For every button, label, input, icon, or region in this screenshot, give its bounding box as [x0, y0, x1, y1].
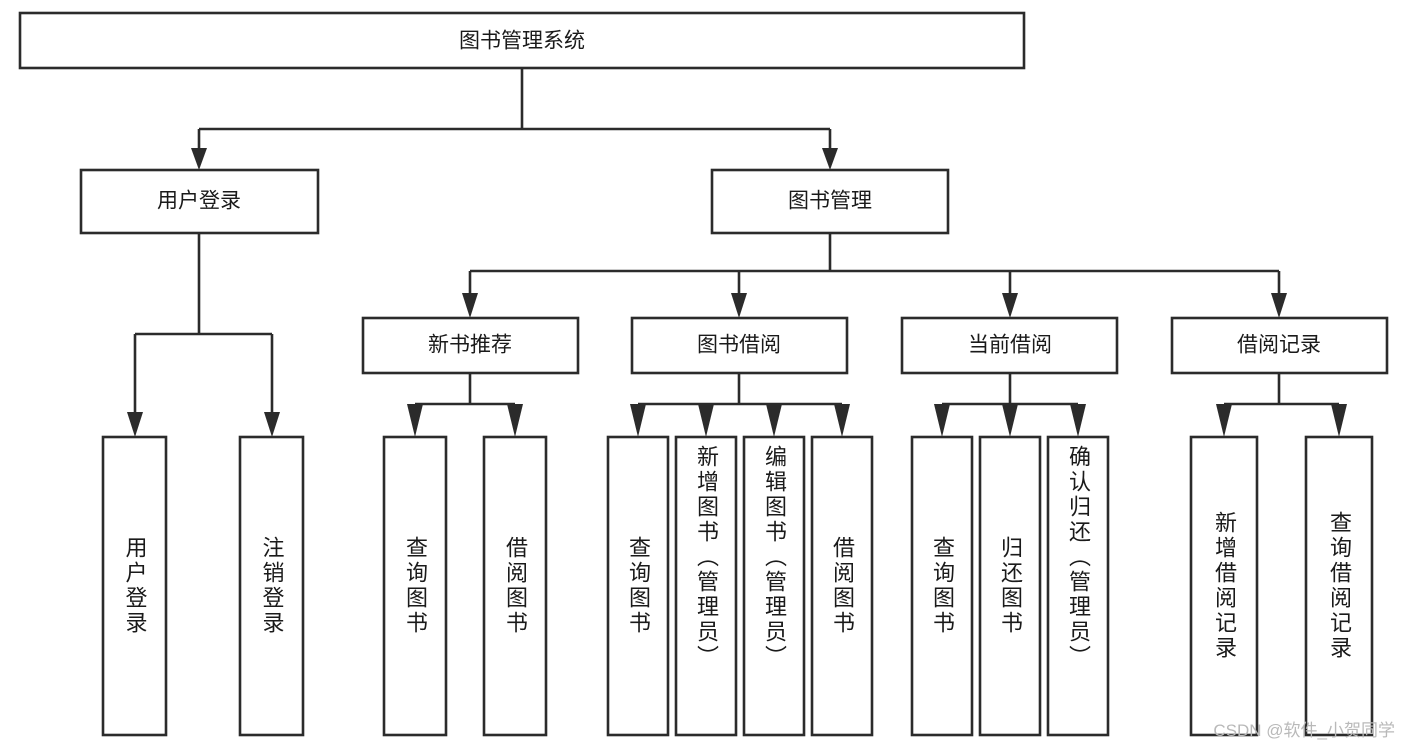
leaf-query-book-1-label: 查询图书: [403, 536, 428, 636]
arrowhead-leaf-query-record: [1331, 404, 1347, 437]
arrowhead-leaf-borrow-book-2: [834, 404, 850, 437]
node-leaf-query-record-box[interactable]: [1304, 435, 1374, 737]
node-user-login-label: 用户登录: [157, 190, 241, 213]
node-leaf-confirm-return-box[interactable]: [1046, 435, 1110, 737]
leaf-query-record-label-wrap: 查询借阅记录: [1306, 437, 1372, 735]
node-leaf-query-book-3-box[interactable]: [910, 435, 974, 737]
arrowhead-leaf-edit-book: [766, 404, 782, 437]
node-current-borrow-label: 当前借阅: [968, 334, 1052, 357]
arrowhead-leaf-query-book-2: [630, 404, 646, 437]
node-leaf-add-record-box[interactable]: [1189, 435, 1259, 737]
leaf-user-login-label-wrap: 用户登录: [103, 437, 166, 735]
arrowhead-user-login: [191, 148, 207, 170]
node-root-box[interactable]: [18, 11, 1026, 70]
leaf-return-book-label-wrap: 归还图书: [980, 437, 1040, 735]
node-new-book-recommend-box[interactable]: [361, 316, 580, 375]
leaf-query-book-2-label-wrap: 查询图书: [608, 437, 668, 735]
node-leaf-user-login-box[interactable]: [101, 435, 168, 737]
node-leaf-add-book-box[interactable]: [674, 435, 738, 737]
leaf-query-book-3-label: 查询图书: [930, 536, 955, 636]
leaf-confirm-return-label-wrap: 确认归还（管理员）: [1048, 445, 1108, 730]
leaf-confirm-return-label: 确认归还（管理员）: [1066, 445, 1091, 670]
node-user-login-box[interactable]: [79, 168, 320, 235]
leaf-user-login-label: 用户登录: [122, 536, 148, 636]
leaf-borrow-book-2-label: 借阅图书: [830, 536, 855, 636]
leaf-user-logout-label: 注销登录: [259, 536, 285, 636]
connector-group: [127, 68, 1347, 437]
arrowhead-book-borrow: [731, 293, 747, 318]
node-current-borrow-box[interactable]: [900, 316, 1119, 375]
leaf-query-record-label: 查询借阅记录: [1327, 511, 1352, 661]
leaf-add-record-label-wrap: 新增借阅记录: [1191, 437, 1257, 735]
arrowhead-current-borrow: [1002, 293, 1018, 318]
leaf-query-book-1-label-wrap: 查询图书: [384, 437, 446, 735]
node-book-manage-label: 图书管理: [788, 190, 872, 213]
leaf-edit-book-label-wrap: 编辑图书（管理员）: [744, 445, 804, 730]
node-leaf-borrow-book-1-box[interactable]: [482, 435, 548, 737]
leaf-add-record-label: 新增借阅记录: [1212, 511, 1237, 661]
node-borrow-record-label: 借阅记录: [1237, 334, 1321, 357]
arrowhead-leaf-return-book: [1002, 404, 1018, 437]
leaf-add-book-label-wrap: 新增图书（管理员）: [676, 445, 736, 730]
leaf-return-book-label: 归还图书: [998, 536, 1023, 636]
node-leaf-query-book-2-box[interactable]: [606, 435, 670, 737]
arrowhead-new-book-recommend: [462, 293, 478, 318]
leaf-add-book-label: 新增图书（管理员）: [694, 445, 719, 670]
leaf-query-book-3-label-wrap: 查询图书: [912, 437, 972, 735]
horizontal-label-group: 图书管理系统 用户登录 图书管理 新书推荐 图书借阅 当前借阅 借阅记录: [157, 30, 1321, 357]
leaf-borrow-book-1-label-wrap: 借阅图书: [484, 437, 546, 735]
node-box-group: [18, 11, 1389, 737]
arrowhead-leaf-user-login: [127, 412, 143, 437]
node-leaf-user-logout-box[interactable]: [238, 435, 305, 737]
leaf-edit-book-label: 编辑图书（管理员）: [762, 445, 787, 670]
node-new-book-recommend-label: 新书推荐: [428, 334, 512, 357]
node-book-borrow-label: 图书借阅: [697, 334, 781, 357]
node-leaf-edit-book-box[interactable]: [742, 435, 806, 737]
node-borrow-record-box[interactable]: [1170, 316, 1389, 375]
arrowhead-leaf-query-book-1: [407, 404, 423, 437]
arrowhead-leaf-confirm-return: [1070, 404, 1086, 437]
leaf-user-logout-label-wrap: 注销登录: [240, 437, 303, 735]
arrowhead-leaf-query-book-3: [934, 404, 950, 437]
node-leaf-borrow-book-2-box[interactable]: [810, 435, 874, 737]
node-book-manage-box[interactable]: [710, 168, 950, 235]
arrowhead-leaf-borrow-book-1: [507, 404, 523, 437]
arrowhead-leaf-add-record: [1216, 404, 1232, 437]
leaf-borrow-book-1-label: 借阅图书: [503, 536, 528, 636]
arrowhead-leaf-add-book: [698, 404, 714, 437]
arrowhead-leaf-user-logout: [264, 412, 280, 437]
node-book-borrow-box[interactable]: [630, 316, 849, 375]
leaf-query-book-2-label: 查询图书: [626, 536, 651, 636]
node-leaf-return-book-box[interactable]: [978, 435, 1042, 737]
node-root-label: 图书管理系统: [459, 30, 585, 53]
leaf-borrow-book-2-label-wrap: 借阅图书: [812, 437, 872, 735]
arrowhead-borrow-record: [1271, 293, 1287, 318]
arrowhead-book-manage: [822, 148, 838, 170]
node-leaf-query-book-1-box[interactable]: [382, 435, 448, 737]
